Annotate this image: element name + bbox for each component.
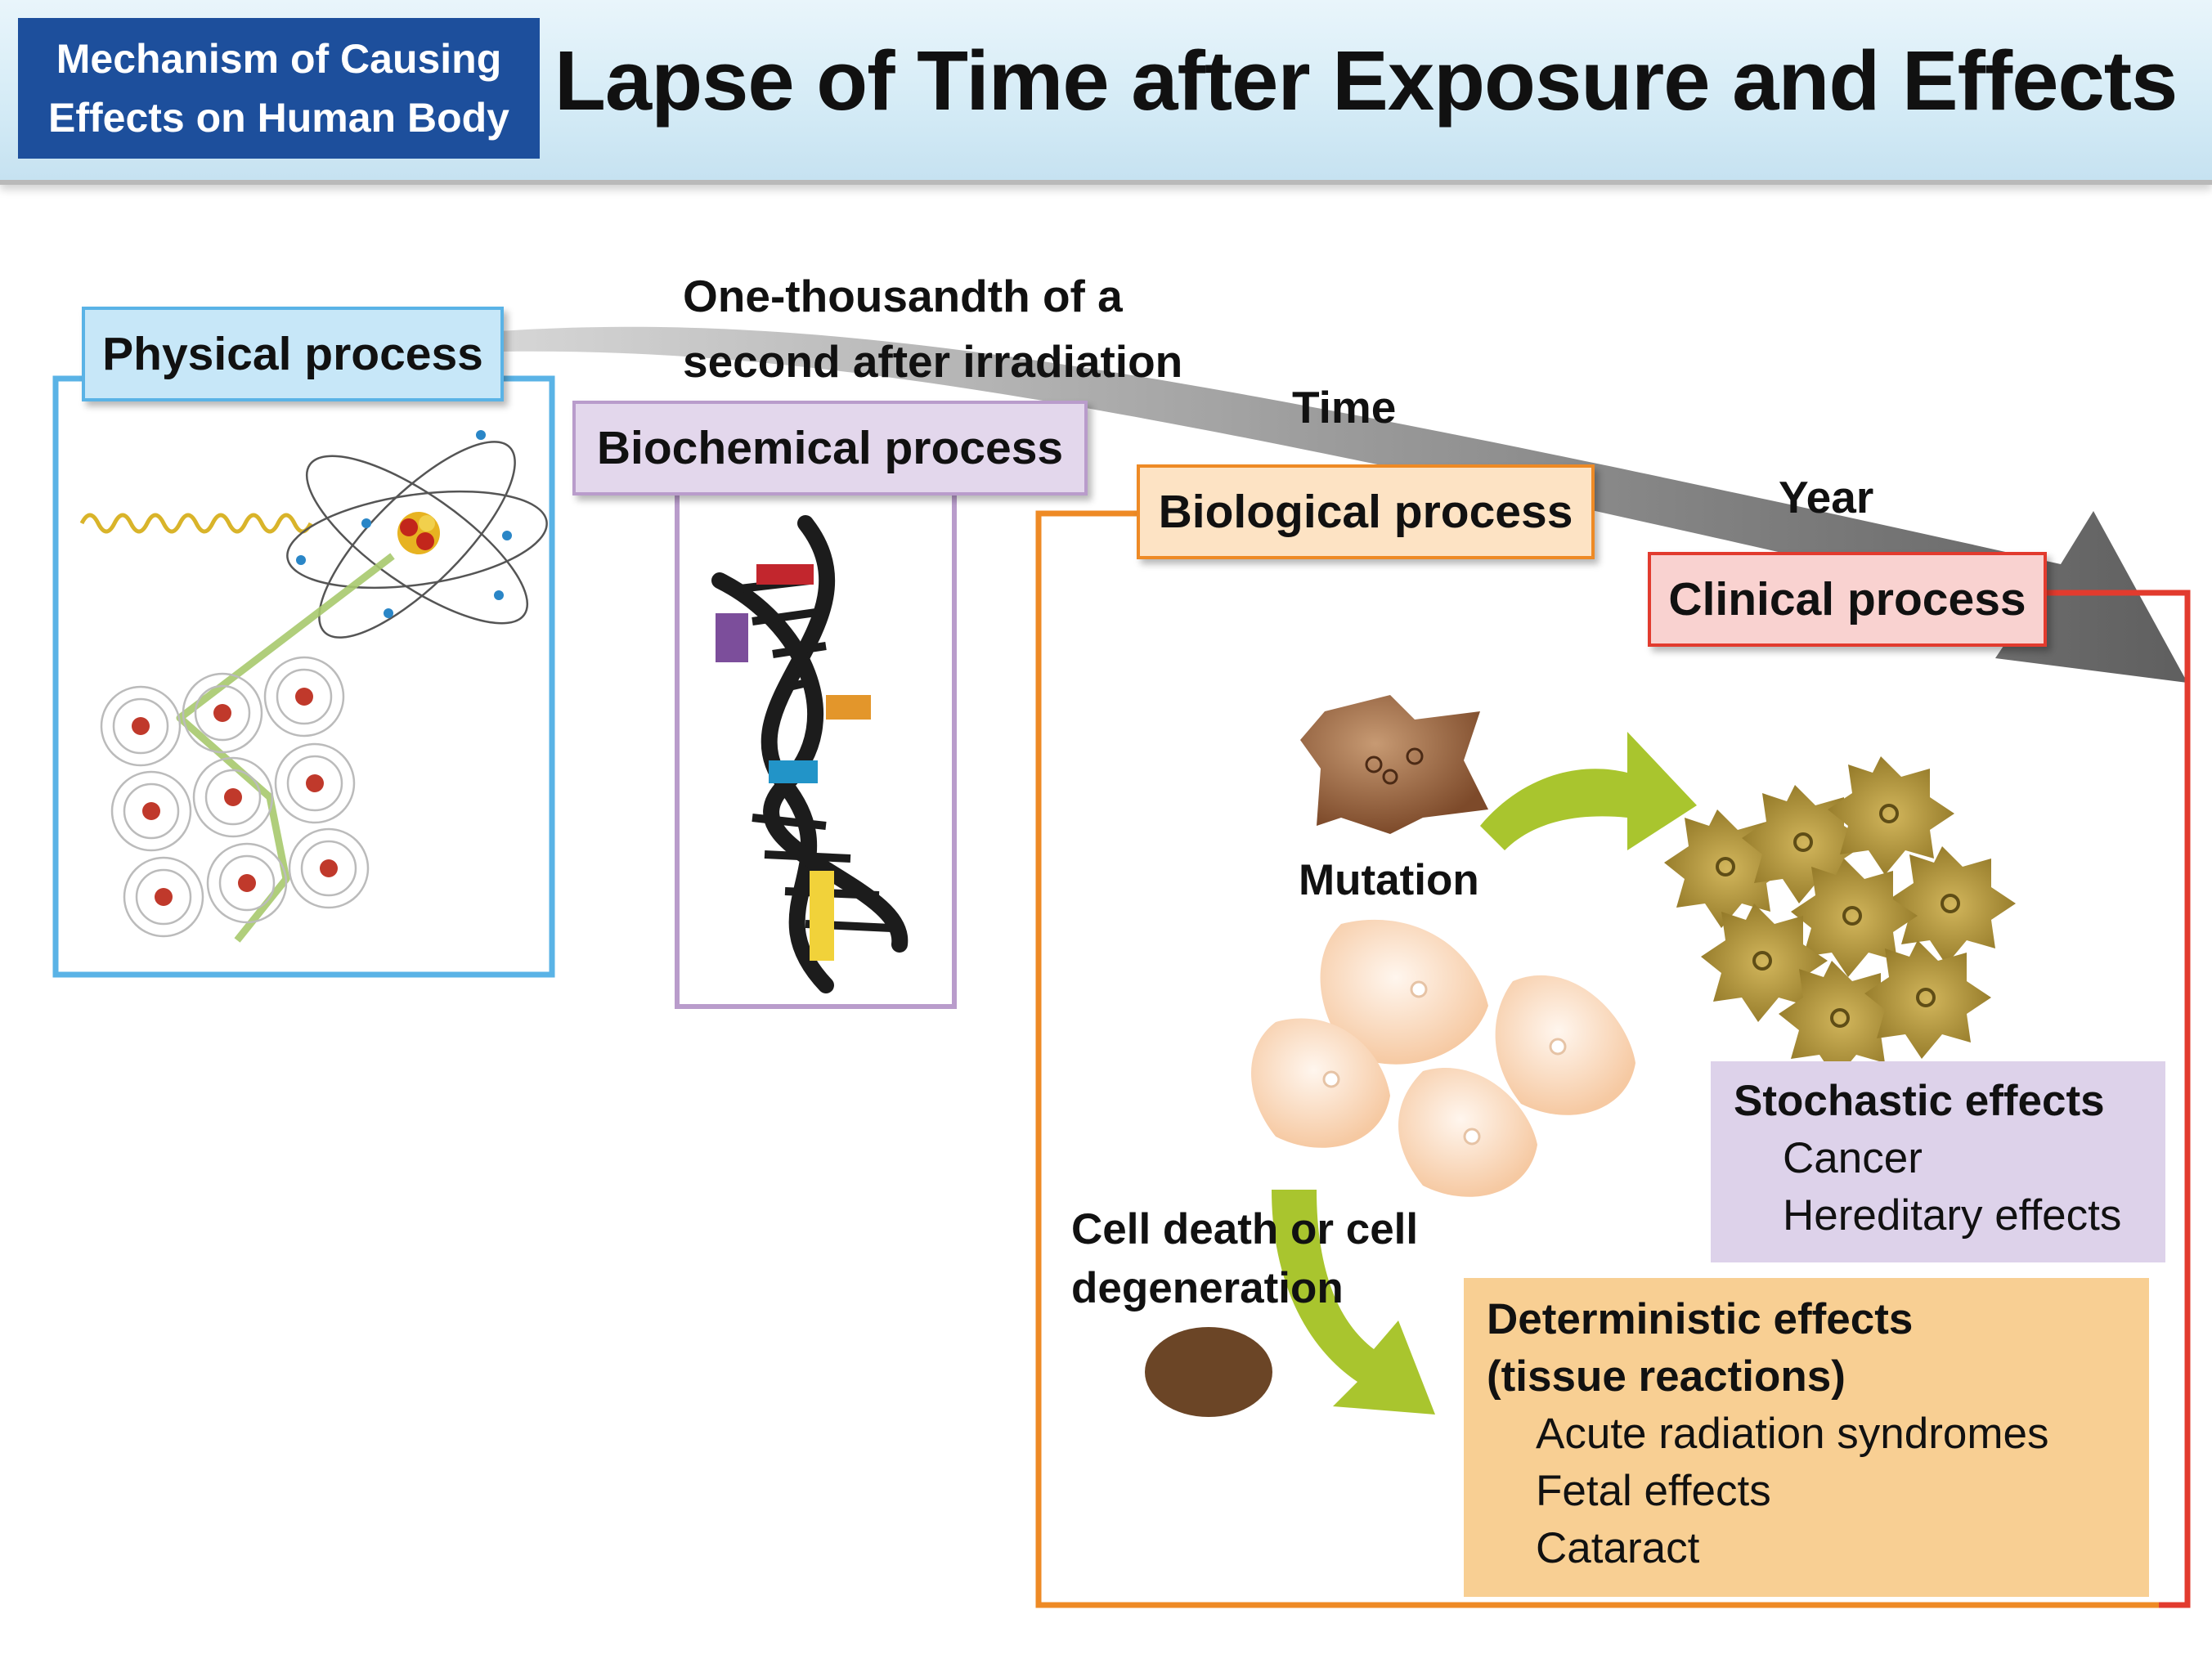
timeline-arrow — [499, 326, 2187, 683]
year-label: Year — [1779, 472, 1874, 522]
deterministic-effects-heading-line2: (tissue reactions) — [1487, 1352, 1846, 1401]
section-tag-line1: Mechanism of Causing — [56, 36, 502, 82]
deterministic-item: Fetal effects — [1536, 1467, 1771, 1515]
cell-death-label-line2: degeneration — [1071, 1264, 1344, 1312]
stochastic-effects-box: Stochastic effects Cancer Hereditary eff… — [1711, 1061, 2165, 1262]
cell-death-arrow — [1272, 1190, 1435, 1415]
dna-illustration — [711, 515, 909, 993]
physical-process-frame — [52, 375, 555, 978]
section-tag: Mechanism of Causing Effects on Human Bo… — [18, 18, 540, 159]
cell-nuclei — [132, 688, 338, 906]
deterministic-item: Cataract — [1536, 1524, 1700, 1572]
clinical-process-frame — [2040, 590, 2191, 1608]
deterministic-effects-box: Deterministic effects (tissue reactions)… — [1464, 1278, 2149, 1597]
stochastic-item: Hereditary effects — [1783, 1191, 2122, 1240]
time-note-line2: second after irradiation — [683, 336, 1183, 387]
time-label: Time — [1292, 382, 1397, 433]
stochastic-item: Cancer — [1783, 1134, 1923, 1182]
mutation-label: Mutation — [1299, 856, 1479, 904]
cell-cluster-illustration — [100, 656, 370, 938]
page-title: Lapse of Time after Exposure and Effects — [554, 34, 2178, 128]
time-note-line1: One-thousandth of a — [683, 271, 1123, 321]
clinical-process-label: Clinical process — [1648, 552, 2047, 647]
dead-cell-icon — [1145, 1327, 1272, 1417]
deterministic-effects-heading-line1: Deterministic effects — [1487, 1295, 1914, 1343]
stochastic-effects-heading: Stochastic effects — [1734, 1077, 2105, 1125]
ionization-track — [176, 553, 395, 943]
cancer-cells-illustration — [1664, 756, 2016, 1079]
biological-process-label: Biological process — [1137, 464, 1595, 559]
mutation-to-cancer-arrow — [1480, 732, 1697, 850]
cell-death-label-line1: Cell death or cell — [1071, 1205, 1419, 1253]
atom-illustration — [79, 430, 548, 639]
deterministic-item: Acute radiation syndromes — [1536, 1410, 2049, 1458]
biological-process-frame — [1035, 510, 2159, 1608]
physical-process-label: Physical process — [82, 307, 504, 401]
normal-cells-illustration — [1251, 919, 1635, 1197]
biochemical-process-label: Biochemical process — [572, 401, 1088, 495]
mutated-cell-icon — [1300, 695, 1488, 834]
section-tag-line2: Effects on Human Body — [48, 95, 509, 141]
